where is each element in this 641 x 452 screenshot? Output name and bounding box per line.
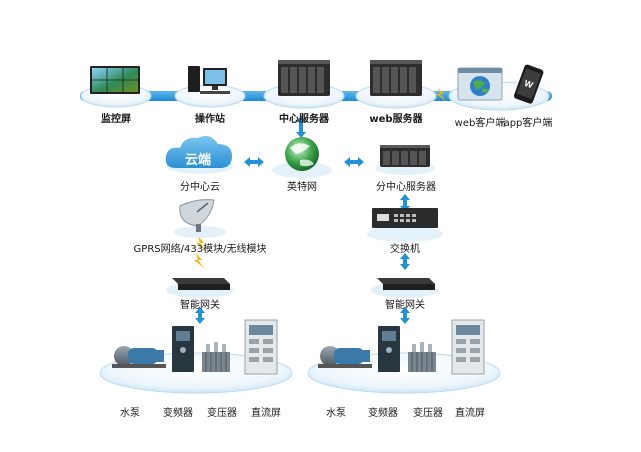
label-left-dc-panel: 直流屏 [251,408,281,419]
label-sub-server: 分中心服务器 [376,182,436,193]
right-transformer-icon [408,342,436,372]
label-internet: 英特网 [287,182,317,193]
arrow-icon [400,253,410,270]
central-server-icon [278,60,330,96]
label-left-inverter: 变频器 [163,408,193,419]
left-inverter-icon [172,326,194,372]
label-radio-module: GPRS网络/433模块/无线模块 [133,244,267,255]
arrow-icon [195,307,205,324]
switch-icon [367,208,443,242]
arrow-icon [344,157,364,167]
label-workstation: 操作站 [195,114,225,125]
label-central-server: 中心服务器 [279,114,329,125]
web-client-icon [457,67,503,101]
cloud-badge-label: 云端 [184,153,212,168]
lightning-icon [196,236,206,251]
label-switch: 交换机 [390,244,420,255]
label-app-client: app客户端 [503,118,553,129]
lightning-icon [436,88,446,101]
label-left-transformer: 变压器 [207,408,237,419]
workstation-icon [188,66,230,94]
app-client-icon: W [513,64,544,104]
svg-text:W: W [523,78,535,90]
right-inverter-icon [378,326,400,372]
arrow-icon [400,307,410,324]
label-right-dc-panel: 直流屏 [455,408,485,419]
left-gateway-icon [166,278,234,298]
label-monitor-wall: 监控屏 [101,114,131,125]
label-left-pump: 水泵 [120,408,140,419]
left-dc-panel-icon [244,319,278,375]
internet-globe-icon [272,137,332,178]
arrow-icon [296,116,306,138]
left-pump-icon [112,346,166,368]
label-web-client: web客户端 [454,118,506,129]
label-right-pump: 水泵 [326,408,346,419]
right-dc-panel-icon [451,319,485,375]
right-pump-icon [318,346,372,368]
label-left-gateway: 智能网关 [180,300,220,311]
label-sub-cloud: 分中心云 [180,182,220,193]
cloud-icon [165,136,233,174]
label-right-inverter: 变频器 [368,408,398,419]
arrow-icon [400,194,410,212]
right-gateway-icon [371,278,439,298]
lightning-icon [194,253,204,268]
label-web-server: web服务器 [369,114,423,125]
satellite-dish-icon [174,199,226,238]
left-transformer-icon [202,342,230,372]
sub-server-icon [375,145,435,175]
arrow-icon [244,157,264,167]
label-right-gateway: 智能网关 [385,300,425,311]
web-server-icon [370,60,422,96]
label-right-transformer: 变压器 [413,408,443,419]
monitor-wall-icon [90,66,140,94]
